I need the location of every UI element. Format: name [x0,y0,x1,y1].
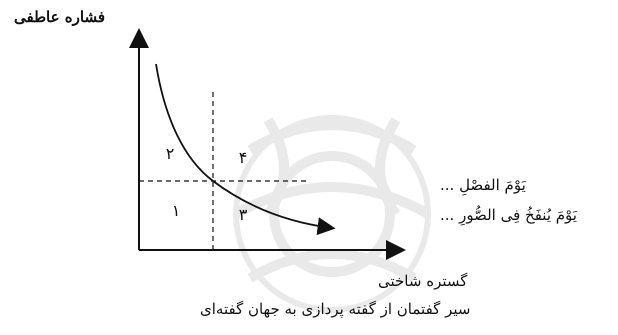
side-phrase-day-of-decision: یَوْمَ الفصْلِ ... [440,176,526,194]
quadrant-2-label: ٢ [166,144,175,163]
quadrant-4-label: ۴ [239,148,248,167]
quadrant-1-label: ١ [172,201,181,220]
quadrant-3-label: ٣ [239,205,248,224]
x-axis-label: گستره شاختی [378,272,468,290]
watermark-ornament [233,115,431,313]
decreasing-curve-arrow [155,63,336,236]
y-axis-label: فشاره عاطفی [14,8,105,26]
figure-caption: سیر گفتمان از گفته پردازی به جهان گفته‌ا… [200,300,471,318]
side-phrase-trumpet-blown: یَوْمَ یُنفَخُ فِی الصُّورِ ... [440,206,577,224]
